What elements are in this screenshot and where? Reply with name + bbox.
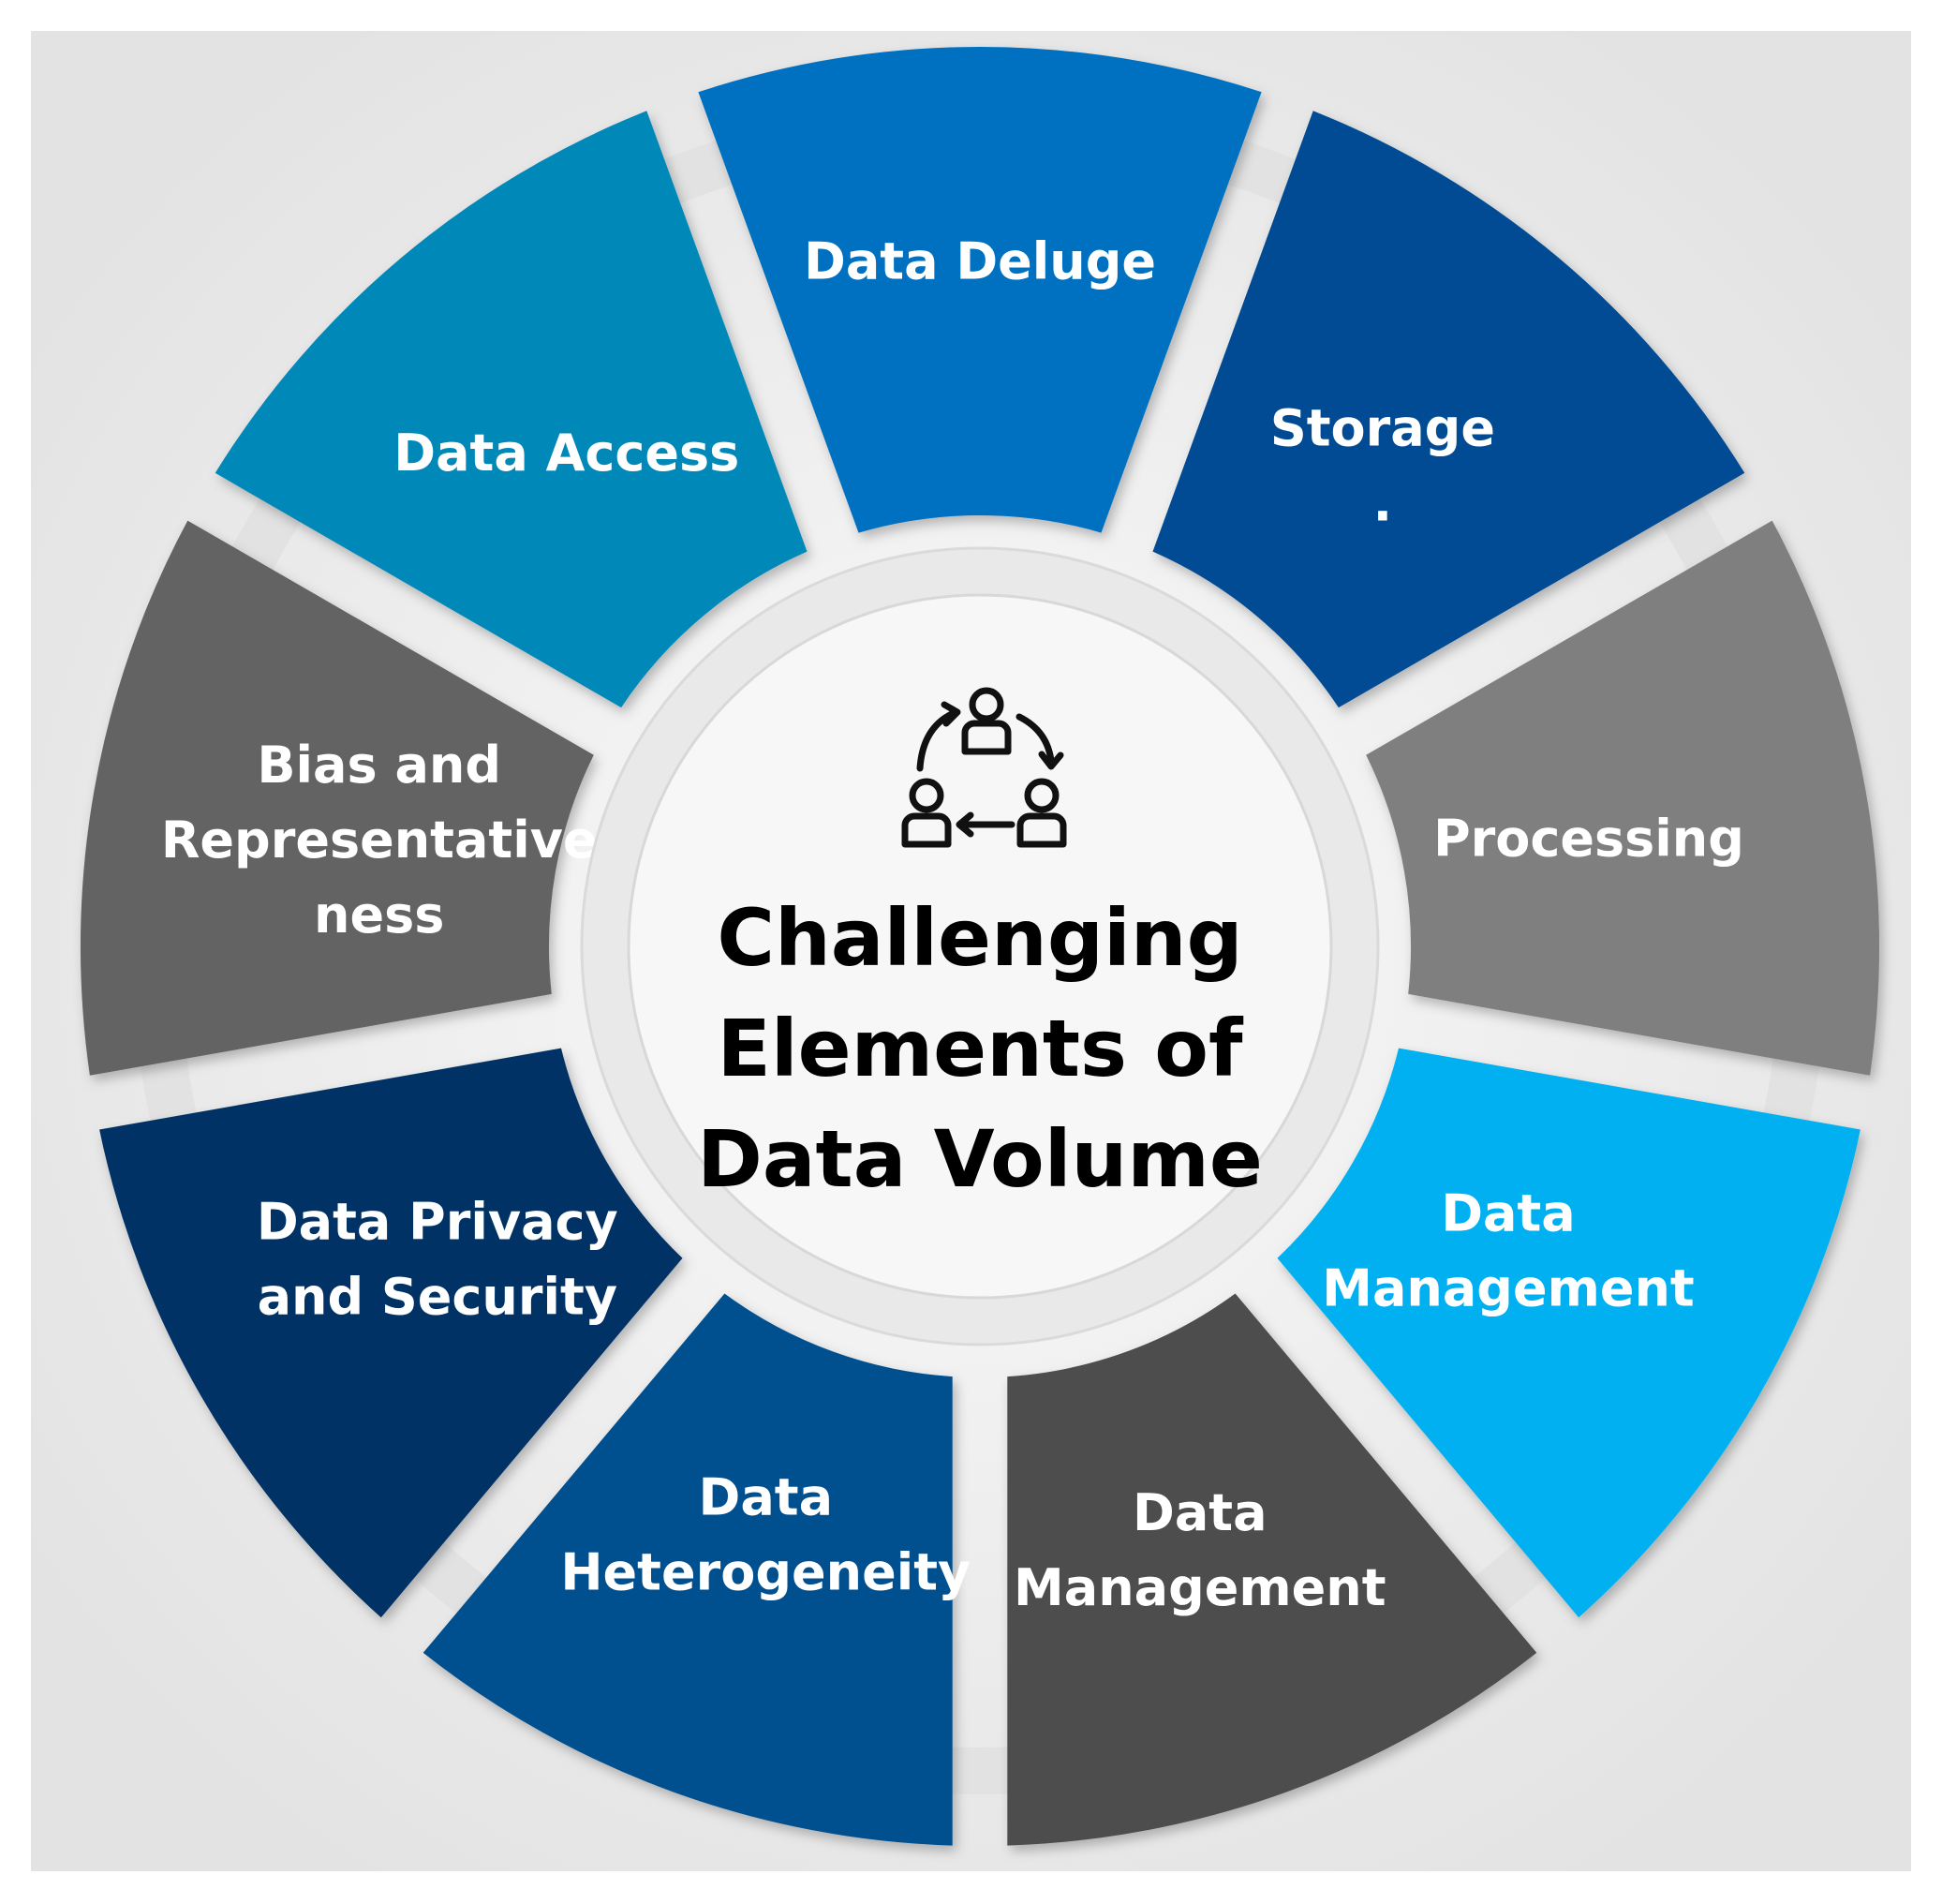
segment-label-line: Data Deluge <box>804 232 1156 291</box>
center-title-line: Data Volume <box>697 1113 1263 1205</box>
segment-data-management-1 <box>1277 1048 1860 1618</box>
segment-label-line: Processing <box>1433 809 1744 868</box>
segment-label-line: Storage <box>1270 399 1495 458</box>
center-disc <box>580 546 1380 1346</box>
segment-label-data-access: Data Access <box>393 424 739 483</box>
center-title-line: Elements of <box>717 1003 1244 1094</box>
segment-label-line: Management <box>1014 1558 1386 1617</box>
segment-label-line: Representative <box>161 811 598 870</box>
segment-label-data-privacy-security: Data Privacy and Security <box>257 1192 618 1326</box>
segment-label-line: Heterogeneity <box>560 1543 971 1602</box>
center-title-line: Challenging <box>717 892 1242 984</box>
segment-label-line: and Security <box>258 1267 617 1326</box>
segment-bias-representativeness <box>80 520 594 1076</box>
segment-label-line: Data Access <box>393 424 739 483</box>
segment-data-deluge <box>698 47 1262 533</box>
segment-label-data-deluge: Data Deluge <box>804 232 1156 291</box>
segment-data-privacy-security <box>99 1048 683 1618</box>
segment-label-line: Management <box>1322 1259 1695 1318</box>
segment-label-line: ness <box>314 885 444 945</box>
people-cycle-icon <box>901 687 1067 848</box>
segment-data-heterogeneity <box>422 1293 953 1846</box>
segment-label-line: Data <box>1441 1184 1576 1243</box>
segment-data-access <box>215 111 808 708</box>
segment-storage <box>1152 111 1745 708</box>
segment-label-line: Data Privacy <box>257 1192 618 1251</box>
segment-label-line: Data <box>699 1468 834 1527</box>
segment-label-storage: Storage. <box>1270 399 1495 533</box>
segment-label-line: Bias and <box>257 736 501 795</box>
segment-label-line: . <box>1373 474 1393 533</box>
segment-label-line: Data <box>1133 1483 1267 1542</box>
segment-data-management-2 <box>1007 1293 1537 1846</box>
segment-label-processing: Processing <box>1433 809 1744 868</box>
center-inner-circle <box>627 593 1333 1300</box>
segment-processing <box>1366 520 1880 1076</box>
